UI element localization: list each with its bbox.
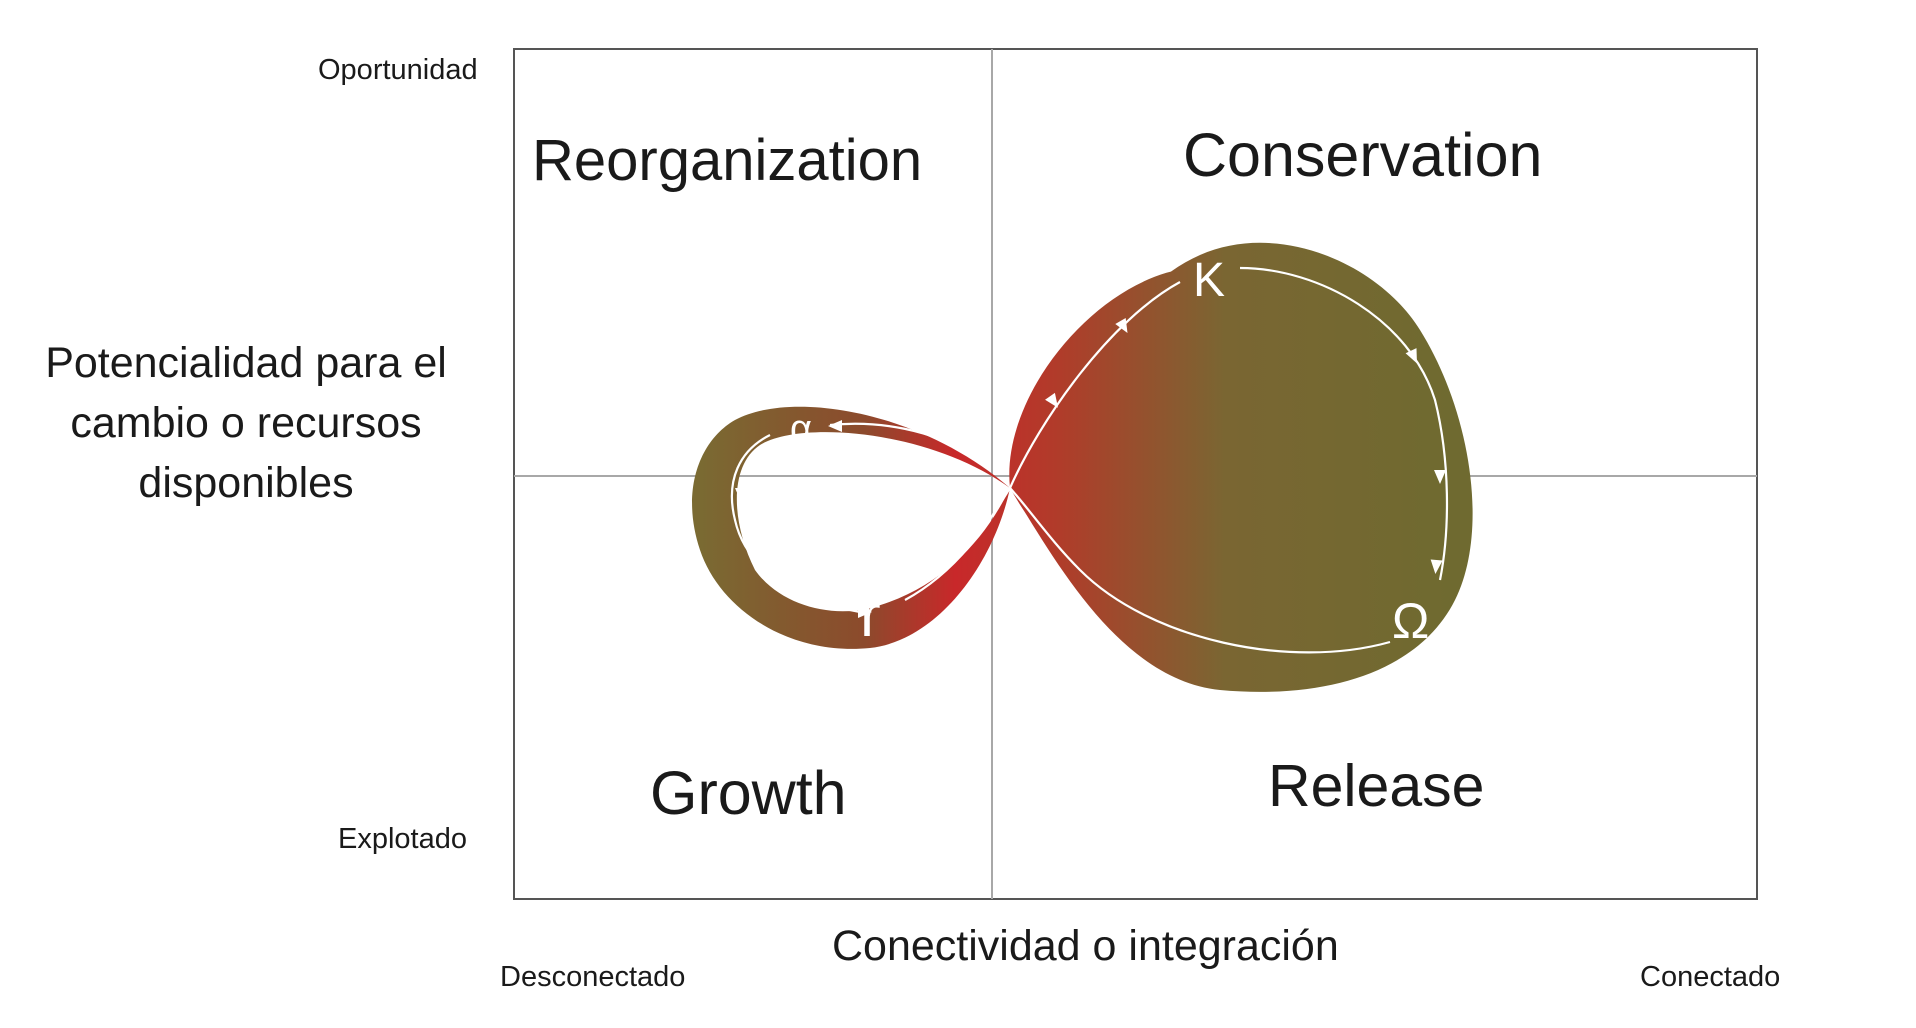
r-symbol: r (860, 581, 881, 650)
x-axis-left-label: Desconectado (500, 961, 686, 993)
k-symbol: K (1193, 254, 1226, 307)
y-axis-title-line-3: disponibles (138, 459, 354, 507)
alpha-symbol: α (790, 408, 812, 450)
omega-symbol: Ω (1392, 593, 1430, 649)
quadrant-label-release: Release (1268, 753, 1485, 819)
x-axis-title: Conectividad o integración (832, 922, 1339, 970)
y-axis-title: Potencialidad para el cambio o recursos … (6, 333, 486, 513)
quadrant-label-reorganization: Reorganization (532, 128, 923, 193)
y-axis-title-line-1: Potencialidad para el (45, 339, 447, 387)
arrowheads (735, 317, 1446, 618)
y-axis-bottom-label: Explotado (338, 823, 467, 855)
x-axis-right-label: Conectado (1640, 961, 1781, 993)
y-axis-top-label: Oportunidad (318, 54, 478, 86)
quadrant-label-conservation: Conservation (1183, 121, 1543, 189)
quadrant-label-growth: Growth (650, 759, 847, 827)
chart-frame (513, 48, 1758, 900)
infinity-loop-band (1009, 242, 1473, 692)
infinity-loop-band-left (692, 406, 1010, 649)
y-axis-title-line-2: cambio o recursos (70, 399, 422, 447)
